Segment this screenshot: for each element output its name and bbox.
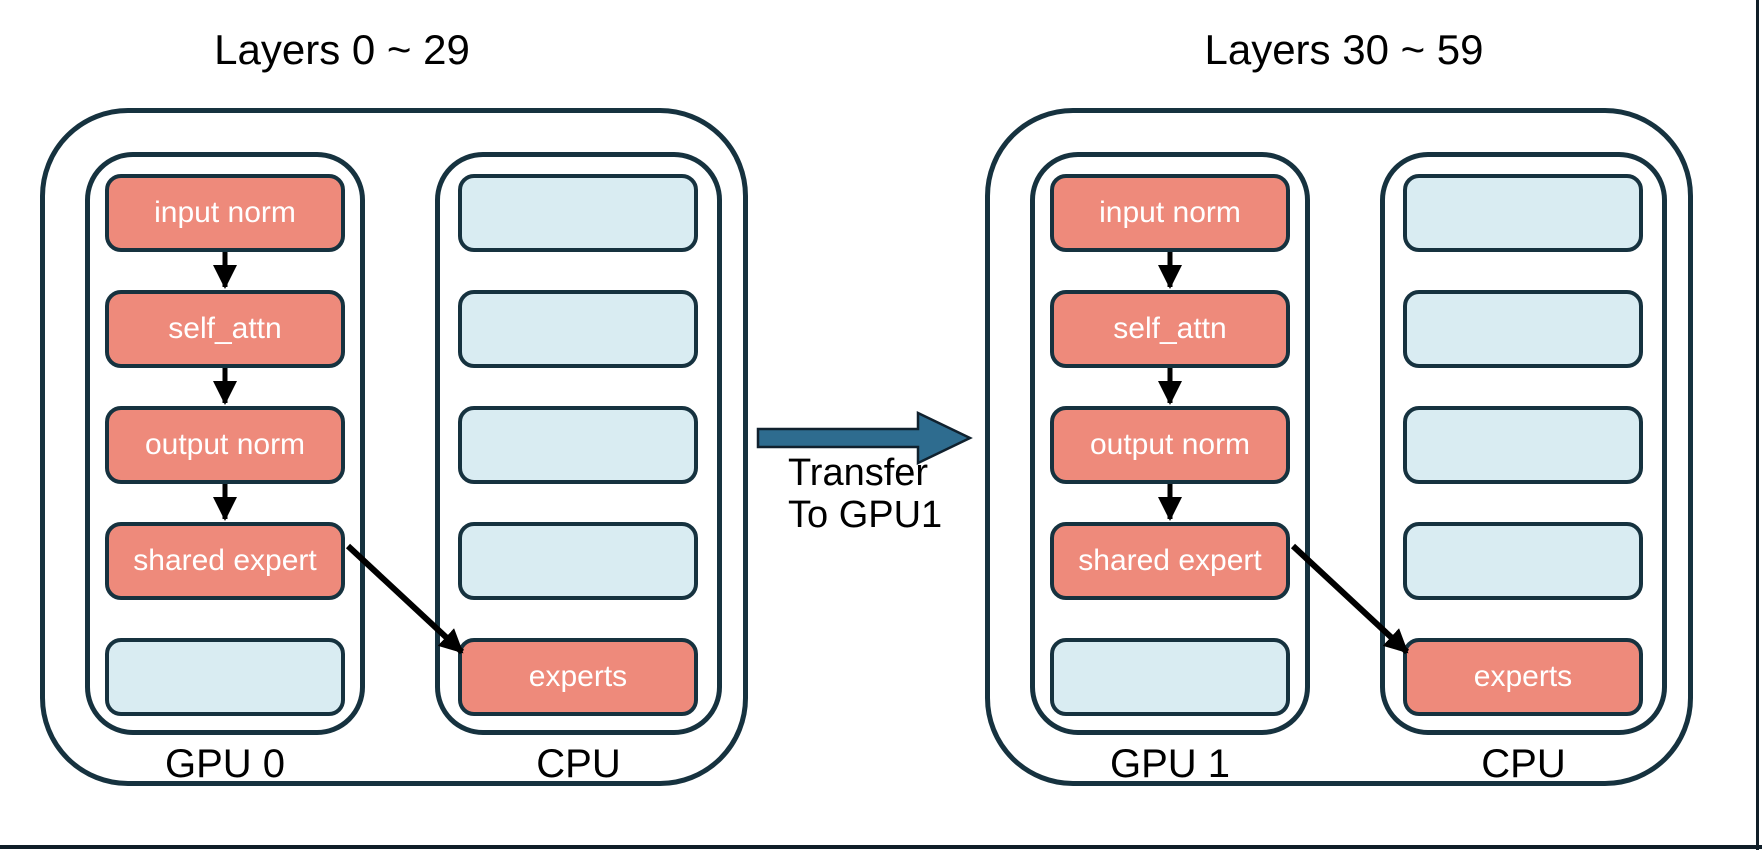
empty-slot-box (458, 522, 698, 600)
module-box-experts: experts (1403, 638, 1643, 716)
transfer-label: Transfer To GPU1 (788, 452, 942, 536)
empty-slot-box (458, 174, 698, 252)
empty-slot-box (1403, 174, 1643, 252)
module-box-input-norm: input norm (105, 174, 345, 252)
transfer-label-line1: Transfer (788, 452, 929, 494)
module-box-shared-expert: shared expert (105, 522, 345, 600)
module-box-output-norm: output norm (105, 406, 345, 484)
empty-slot-box (105, 638, 345, 716)
gpu1-label: GPU 1 (1109, 742, 1231, 786)
transfer-label-line2: To GPU1 (788, 494, 943, 536)
empty-slot-box (1403, 290, 1643, 368)
empty-slot-box (458, 290, 698, 368)
slide-edge-bottom (0, 845, 1762, 849)
empty-slot-box (1050, 638, 1290, 716)
module-box-output-norm: output norm (1050, 406, 1290, 484)
module-box-self-attn: self_attn (1050, 290, 1290, 368)
cpu-label-right: CPU (1481, 742, 1566, 786)
module-box-experts: experts (458, 638, 698, 716)
empty-slot-box (1403, 522, 1643, 600)
empty-slot-box (458, 406, 698, 484)
cpu-label-left: CPU (536, 742, 621, 786)
module-box-shared-expert: shared expert (1050, 522, 1290, 600)
group-title-layers-30-59: Layers 30 ~ 59 (1204, 26, 1484, 73)
slide-edge-right (1756, 0, 1759, 850)
empty-slot-box (1403, 406, 1643, 484)
module-box-self-attn: self_attn (105, 290, 345, 368)
group-title-layers-0-29: Layers 0 ~ 29 (214, 26, 470, 73)
gpu0-label: GPU 0 (164, 742, 286, 786)
module-box-input-norm: input norm (1050, 174, 1290, 252)
